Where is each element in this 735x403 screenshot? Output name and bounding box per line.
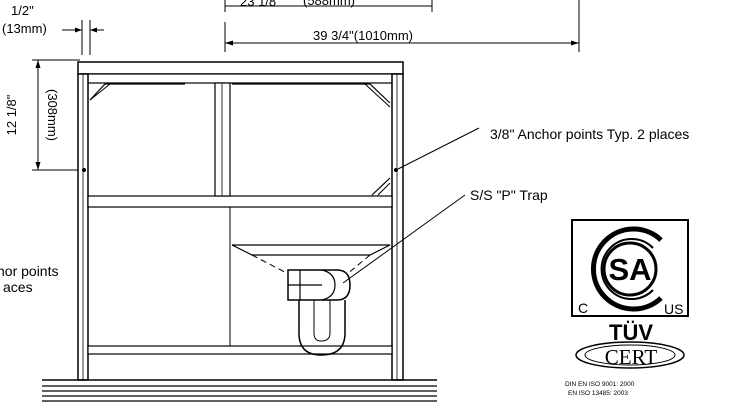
iso-standard-2: EN ISO 13485: 2003 xyxy=(568,390,628,397)
shelf-height-mm-label: (308mm) xyxy=(45,89,60,141)
anchor-right-label: 3/8" Anchor points Typ. 2 places xyxy=(490,126,689,142)
anchor-point-right xyxy=(394,168,398,172)
top-partial-dimension: 23 1/8" (588mm) xyxy=(224,0,433,12)
csa-certification-logo: SA C US xyxy=(571,219,689,317)
anchor-point-left xyxy=(82,168,86,172)
shelf-height-label: 12 1/8" xyxy=(4,94,19,135)
p-trap-callout: S/S "P" Trap xyxy=(342,187,548,284)
csa-right-letters: US xyxy=(664,301,683,317)
anchor-left-label-2: aces xyxy=(3,279,33,295)
tuv-mark-text: TÜV xyxy=(609,320,653,345)
anchor-right-callout: 3/8" Anchor points Typ. 2 places xyxy=(397,126,689,170)
csa-left-letter: C xyxy=(578,300,588,316)
iso-standard-1: DIN EN ISO 9001: 2000 xyxy=(565,381,635,388)
tuv-cert-text: CERT xyxy=(605,345,658,369)
overall-width-label: 39 3/4"(1010mm) xyxy=(313,28,413,43)
shelf-height-dimension: 12 1/8" (308mm) xyxy=(4,59,80,171)
top-partial-label: 23 1/8" xyxy=(240,0,281,9)
p-trap-drawing xyxy=(287,269,351,356)
csa-mark-text: SA xyxy=(608,252,651,287)
tuv-cert-logo: TÜV CERT xyxy=(575,320,685,369)
floor-lines xyxy=(42,379,437,402)
p-trap-label: S/S "P" Trap xyxy=(470,187,548,203)
overall-width-dimension: 39 3/4"(1010mm) xyxy=(224,0,580,52)
edge-offset-dimension: 1/2" (13mm) xyxy=(2,3,104,55)
top-partial-mm-label: (588mm) xyxy=(303,0,355,8)
anchor-left-label-1: hor points xyxy=(0,263,58,279)
edge-offset-label: 1/2" xyxy=(11,3,34,18)
edge-offset-mm-label: (13mm) xyxy=(2,21,47,36)
cabinet-frame xyxy=(77,61,404,381)
anchor-left-callout: hor points aces xyxy=(0,263,58,295)
iso-standards: DIN EN ISO 9001: 2000 EN ISO 13485: 2003 xyxy=(565,381,635,397)
